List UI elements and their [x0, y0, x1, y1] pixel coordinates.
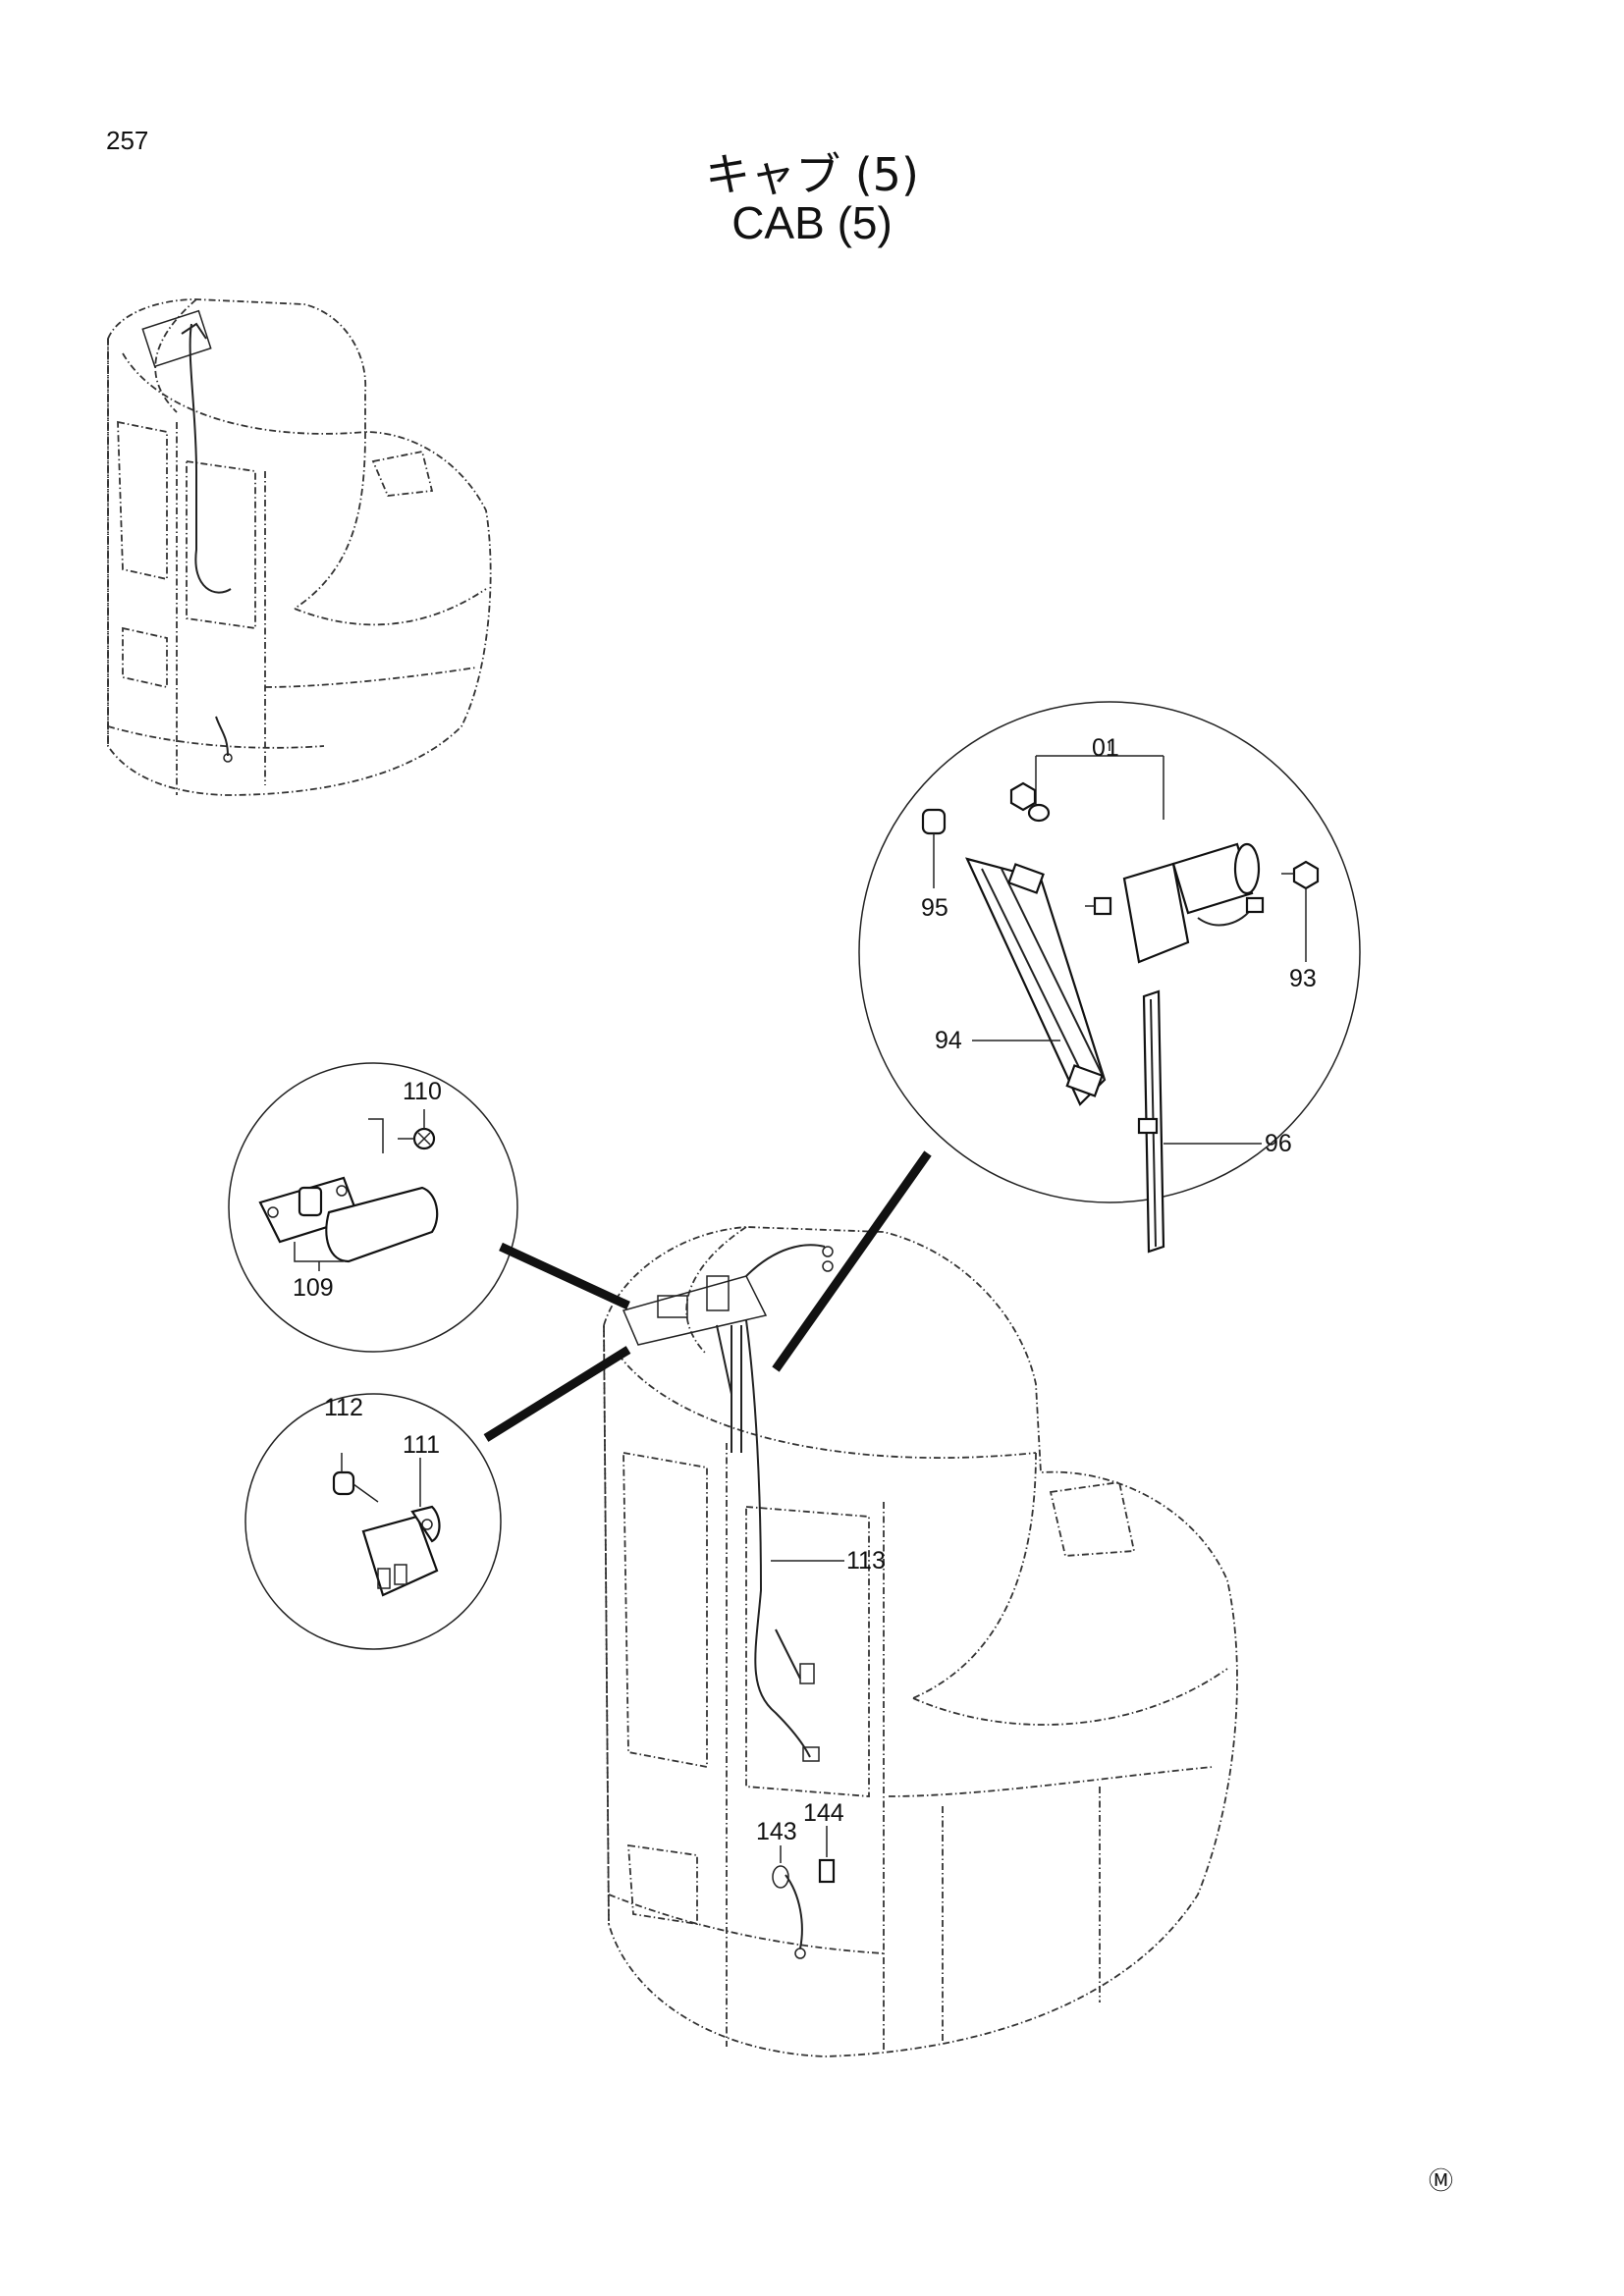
callout-143: 143 [756, 1818, 797, 1845]
callout-110: 110 [403, 1078, 442, 1105]
page-number: 257 [106, 126, 149, 155]
title-english: CAB (5) [731, 197, 893, 248]
footer-mark: Ⓜ [1429, 2167, 1453, 2195]
callout-95: 95 [921, 894, 948, 922]
callout-93: 93 [1289, 965, 1317, 992]
callout-96: 96 [1265, 1130, 1292, 1157]
main-cab-illustration [603, 1226, 1238, 2057]
wiper-detail-circle: 01 93 94 95 96 [772, 701, 1361, 1372]
overview-cab-illustration [107, 298, 492, 796]
callout-109: 109 [293, 1274, 334, 1302]
callout-94: 94 [935, 1027, 962, 1054]
switch-detail-circle: 111 112 [244, 1346, 631, 1650]
callout-113: 113 [846, 1547, 886, 1575]
title-japanese: キャブ (5) [705, 148, 919, 201]
room-lamp-detail-circle: 109 110 [228, 1062, 630, 1353]
callout-144: 144 [803, 1799, 844, 1827]
callout-01: 01 [1092, 734, 1119, 762]
callout-111: 111 [403, 1431, 440, 1459]
callout-112: 112 [324, 1394, 363, 1421]
